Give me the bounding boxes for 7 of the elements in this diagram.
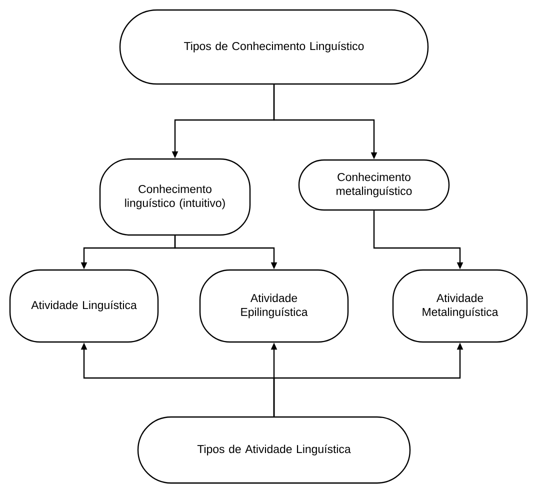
rounded-box: Atividade Metalinguística — [392, 269, 528, 343]
rounded-box: Atividade Linguística — [9, 269, 159, 343]
rounded-box: Tipos de Atividade Linguística — [137, 416, 411, 484]
rounded-box: Tipos de Conhecimento Linguístico — [119, 9, 429, 85]
rounded-box: Conhecimento linguístico (intuitivo) — [99, 158, 251, 236]
rounded-box: Conhecimento metalinguístico — [298, 159, 450, 211]
rounded-box: Atividade Epilinguística — [199, 269, 349, 343]
